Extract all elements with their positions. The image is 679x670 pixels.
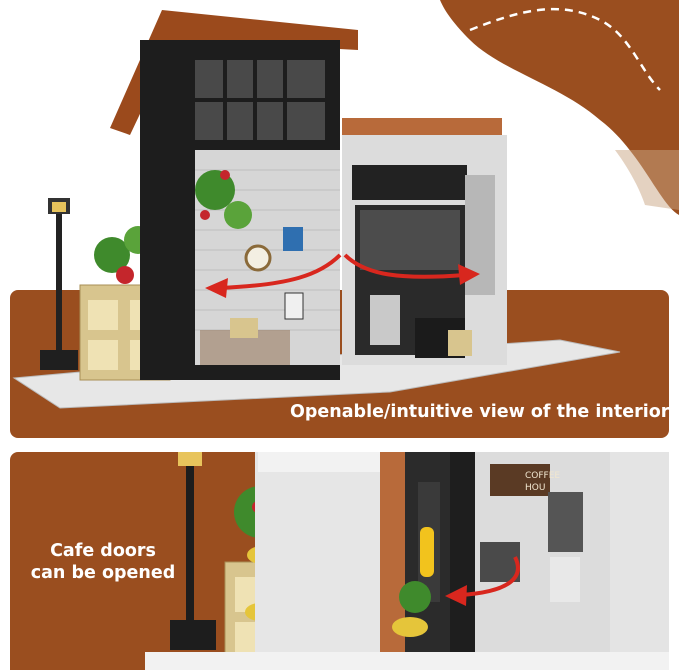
cafe-doors-caption-line2: can be opened bbox=[30, 563, 176, 583]
cafe-model-doors-view: COFFEE HOU bbox=[145, 452, 669, 670]
cafe-doors-caption: Cafe doors can be opened bbox=[28, 540, 178, 584]
decorative-swoosh bbox=[440, 0, 679, 215]
cafe-model-open-view bbox=[12, 10, 621, 409]
coffee-sign-line1: COFFEE bbox=[525, 471, 560, 481]
coffee-sign-line2: HOU bbox=[525, 483, 545, 493]
cafe-doors-caption-line1: Cafe doors bbox=[50, 541, 156, 561]
interior-view-caption: Openable/intuitive view of the interior bbox=[290, 402, 670, 422]
